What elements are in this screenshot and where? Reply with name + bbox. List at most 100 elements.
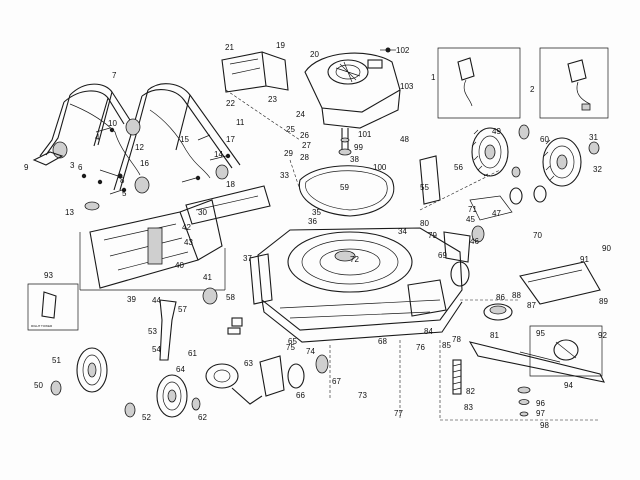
- callout-number: 45: [466, 215, 475, 224]
- callout-number: 94: [564, 381, 573, 390]
- rear-wheel-left: [471, 127, 509, 177]
- callout-number: 40: [175, 261, 184, 270]
- callout-number: 19: [276, 41, 285, 50]
- callout-number: 82: [466, 387, 475, 396]
- hubcaps-front: [50, 380, 201, 418]
- callout-number: 41: [203, 273, 212, 282]
- callout-number: 103: [400, 82, 414, 91]
- rear-flap: [89, 199, 223, 289]
- callout-number: 72: [350, 255, 359, 264]
- callout-number: 10: [108, 119, 117, 128]
- callout-number: 49: [492, 127, 501, 136]
- callout-number: 8: [120, 176, 125, 185]
- callout-number: 34: [398, 227, 407, 236]
- callout-number: 62: [198, 413, 207, 422]
- callout-number: 56: [454, 163, 463, 172]
- callout-number: 54: [152, 345, 161, 354]
- callout-number: 17: [226, 135, 235, 144]
- callout-number: 13: [65, 208, 74, 217]
- frame-box-left: [79, 232, 226, 291]
- callout-number: 87: [527, 301, 536, 310]
- callout-number: 65: [288, 337, 297, 346]
- callout-number: 36: [308, 217, 317, 226]
- callout-number: 44: [152, 296, 161, 305]
- callout-number: 75: [286, 343, 295, 352]
- callout-number: 39: [127, 295, 136, 304]
- front-wheel-right: [156, 374, 188, 418]
- callout-number: 66: [296, 391, 305, 400]
- callout-number: 60: [540, 135, 549, 144]
- callout-number: 68: [378, 337, 387, 346]
- callout-number: 46: [470, 237, 479, 246]
- inset-note: RIGHT TOWER: [31, 324, 53, 328]
- callout-number: 100: [373, 163, 387, 172]
- callout-number: 80: [420, 219, 429, 228]
- callout-number: 55: [420, 183, 429, 192]
- bolts-upper: [81, 127, 231, 195]
- callout-number: 52: [142, 413, 151, 422]
- callout-number: 50: [34, 381, 43, 390]
- callout-number: 9: [24, 163, 29, 172]
- callout-number: 35: [312, 208, 321, 217]
- wheel-adjuster-front: [159, 299, 285, 405]
- inset-frame-left: RIGHT TOWER: [27, 283, 79, 331]
- callout-number: 90: [602, 244, 611, 253]
- blade-bolt: [452, 359, 462, 395]
- callout-number: 91: [580, 255, 589, 264]
- callout-number: 58: [226, 293, 235, 302]
- callout-number: 25: [286, 125, 295, 134]
- callout-number: 67: [332, 377, 341, 386]
- lower-handle: [113, 83, 241, 191]
- callout-number: 97: [536, 409, 545, 418]
- inset-frame-top-right: [437, 47, 609, 119]
- rear-wheel-right: [542, 137, 582, 187]
- callout-number: 18: [226, 180, 235, 189]
- callout-number: 22: [226, 99, 235, 108]
- callout-number: 89: [599, 297, 608, 306]
- callout-number: 20: [310, 50, 319, 59]
- callout-number: 47: [492, 209, 501, 218]
- callout-number: 12: [135, 143, 144, 152]
- mower-deck: [249, 227, 463, 343]
- handle-knobs: [32, 118, 229, 211]
- callout-number: 30: [198, 208, 207, 217]
- callout-number: 71: [468, 205, 477, 214]
- callout-labels: 1 2 3 4 5 6 7 8 9 10 11 12 13 14 15 16 1…: [24, 41, 611, 430]
- callout-number: 83: [464, 403, 473, 412]
- blade-adapter: [483, 303, 513, 321]
- callout-number: 74: [306, 347, 315, 356]
- callout-number: 92: [598, 331, 607, 340]
- callout-number: 88: [512, 291, 521, 300]
- callout-number: 1: [431, 73, 436, 82]
- rear-baffle: [185, 185, 271, 225]
- callout-number: 73: [358, 391, 367, 400]
- control-bracket: [221, 51, 289, 93]
- callout-number: 69: [438, 251, 447, 260]
- callout-number: 2: [530, 85, 535, 94]
- callout-number: 28: [300, 153, 309, 162]
- callout-number: 15: [180, 135, 189, 144]
- inset-frame-bottom-right: [529, 325, 603, 377]
- rear-axle-linkage: [419, 155, 513, 287]
- callout-number: 11: [236, 118, 245, 127]
- callout-number: 23: [268, 95, 277, 104]
- callout-number: 31: [589, 133, 598, 142]
- callout-number: 76: [416, 343, 425, 352]
- callout-number: 24: [296, 110, 305, 119]
- callout-number: 99: [354, 143, 363, 152]
- callout-number: 32: [593, 165, 602, 174]
- callout-number: 16: [140, 159, 149, 168]
- callout-number: 70: [533, 231, 542, 240]
- callout-number: 98: [540, 421, 549, 430]
- callout-number: 61: [188, 349, 197, 358]
- discharge-door: [519, 261, 601, 305]
- callout-number: 51: [52, 356, 61, 365]
- callout-number: 53: [148, 327, 157, 336]
- callout-number: 4: [95, 133, 100, 142]
- callout-number: 33: [280, 171, 289, 180]
- callout-number: 37: [243, 254, 252, 263]
- callout-number: 77: [394, 409, 403, 418]
- callout-number: 63: [244, 359, 253, 368]
- callout-number: 85: [442, 341, 451, 350]
